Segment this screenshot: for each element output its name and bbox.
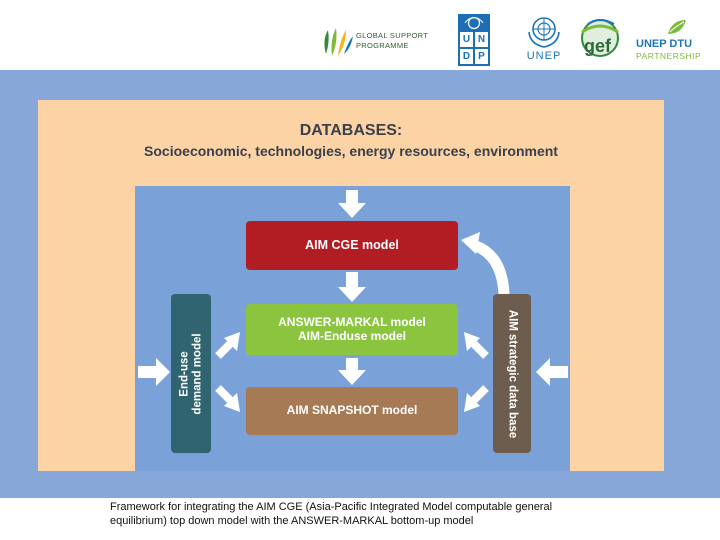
enduse-line1: End-use [178, 350, 191, 397]
arrow-enduse-to-markal [215, 339, 235, 359]
gef-label: gef [584, 36, 611, 56]
strategic-database-box: AIM strategic data base [493, 294, 531, 453]
arrow-strategic-to-cge [473, 240, 510, 295]
markal-model-box: ANSWER-MARKAL model AIM-Enduse model [246, 304, 458, 355]
unep-dtu-logo: UNEP DTU PARTNERSHIP [632, 18, 720, 66]
enduse-model-label: End-use demand model [178, 333, 203, 414]
markal-model-label-2: AIM-Enduse model [297, 328, 406, 343]
gef-logo: gef [578, 14, 622, 64]
caption-line-2: equilibrium) top down model with the ANS… [110, 515, 474, 527]
figure-caption: Framework for integrating the AIM CGE (A… [110, 500, 710, 528]
databases-subtitle: Socioeconomic, technologies, energy reso… [144, 143, 558, 159]
dtu-line1: UNEP DTU [636, 38, 693, 50]
snapshot-model-label: AIM SNAPSHOT model [286, 403, 418, 418]
cge-model-label: AIM CGE model [305, 238, 399, 253]
arrow-into-enduse [138, 358, 170, 386]
markal-model-label-1: ANSWER-MARKAL model [278, 314, 426, 329]
gsp-line2: PROGRAMME [356, 41, 409, 50]
arrow-strategic-to-cge-head [461, 232, 480, 254]
gsp-logo: GLOBAL SUPPORT PROGRAMME [320, 22, 440, 62]
header-logos: GLOBAL SUPPORT PROGRAMME U N D P UNEP [0, 0, 720, 70]
arrow-cge-to-markal [338, 272, 366, 302]
arrow-strategic-to-markal [469, 339, 489, 359]
arrow-strategic-to-markal-head [464, 332, 480, 351]
databases-title: DATABASES: [299, 122, 403, 139]
arrow-markal-to-snapshot [338, 358, 366, 385]
unep-label: UNEP [526, 50, 562, 62]
arrow-strategic-to-snapshot-head [464, 393, 480, 412]
strategic-database-label: AIM strategic data base [506, 309, 519, 438]
arrow-enduse-to-snapshot-head [224, 393, 240, 412]
caption-line-1: Framework for integrating the AIM CGE (A… [110, 501, 553, 513]
undp-letter: N [475, 32, 488, 47]
enduse-line2: demand model [191, 332, 203, 415]
arrow-databases-to-cge [338, 190, 366, 218]
globe-icon [581, 19, 619, 57]
undp-letter: U [460, 32, 473, 47]
snapshot-model-box: AIM SNAPSHOT model [246, 387, 458, 435]
undp-letters: U N D P [460, 32, 488, 64]
unep-logo: UNEP [520, 12, 568, 66]
undp-letter: D [460, 49, 473, 64]
arrow-enduse-to-snapshot [215, 385, 235, 405]
arrow-enduse-to-markal-head [224, 332, 240, 351]
dtu-leaf-icon [668, 20, 686, 34]
undp-logo: U N D P [458, 14, 490, 66]
leaf-icon [324, 28, 353, 56]
cge-model-box: AIM CGE model [246, 221, 458, 270]
gsp-line1: GLOBAL SUPPORT [356, 31, 429, 40]
arrow-into-strategic [536, 358, 568, 386]
enduse-model-box: End-use demand model [171, 294, 211, 453]
arrow-strategic-to-snapshot [469, 385, 489, 405]
dtu-line2: PARTNERSHIP [636, 51, 702, 61]
undp-letter: P [475, 49, 488, 64]
undp-emblem-icon [464, 16, 484, 30]
un-emblem-icon [528, 17, 560, 48]
